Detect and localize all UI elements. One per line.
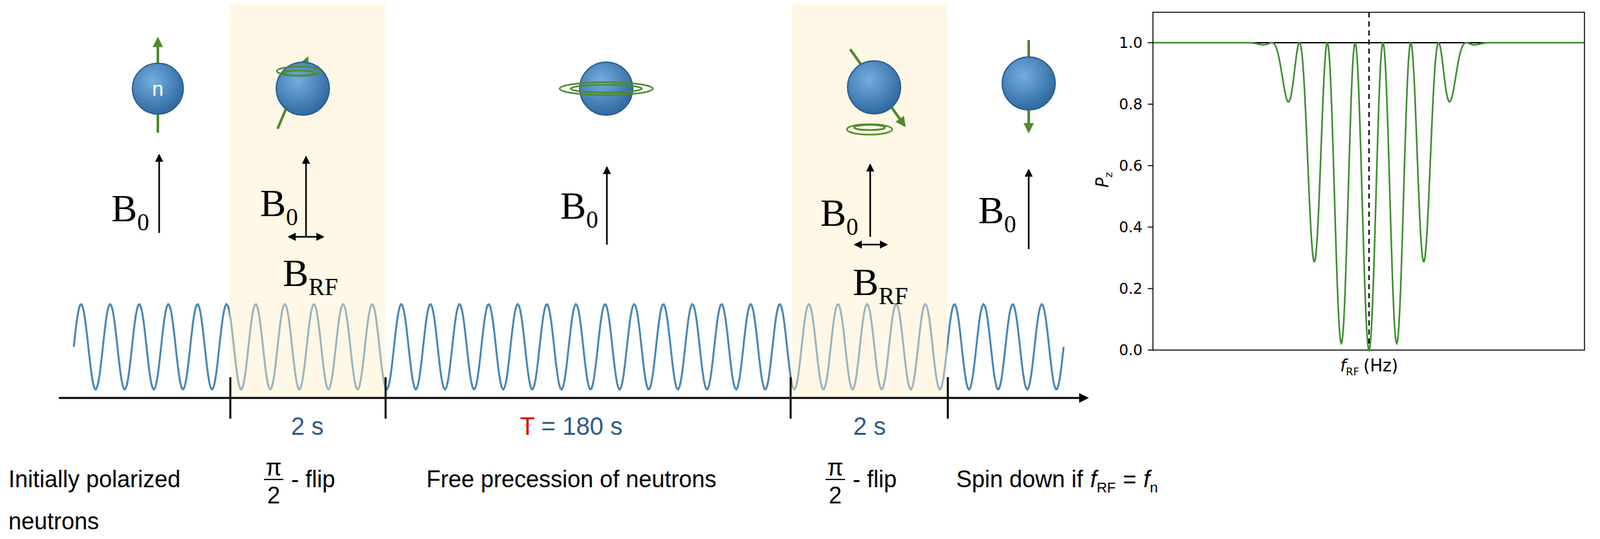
step-label: - flip	[291, 465, 336, 493]
field-label: B0	[560, 186, 599, 226]
rf-field-label: BRF	[282, 253, 339, 293]
duration-label: 2 s	[291, 412, 325, 442]
label-text: B	[852, 262, 879, 302]
duration-label: 2 s	[853, 412, 887, 442]
rf-field-label: BRF	[852, 262, 909, 302]
label-text: = 180 s	[541, 412, 624, 442]
label-text: n	[1149, 479, 1158, 497]
label-text: 0.8	[1118, 95, 1143, 113]
step-label: Free precession of neutrons	[426, 465, 717, 493]
label-text: 0	[1004, 212, 1017, 237]
neutron-spheres	[276, 56, 1056, 116]
label-text: 2 s	[853, 412, 887, 442]
step-label: - flip	[852, 465, 897, 493]
label-text: - flip	[852, 465, 897, 493]
label-text: 2	[828, 482, 842, 509]
tick-label: 0.2	[1118, 280, 1143, 297]
label-text: f	[1143, 465, 1150, 493]
step-label: Spin down iffRF=fn	[956, 465, 1159, 493]
tick-label: 0.6	[1118, 157, 1143, 175]
plot-frame	[1152, 12, 1585, 351]
label-text: - flip	[291, 465, 336, 493]
tick-label: 0.0	[1118, 341, 1143, 359]
label-text: π	[827, 454, 844, 481]
label-text: Spin down if	[956, 465, 1084, 493]
label-text: T	[520, 412, 536, 442]
label-text: Initially polarized neutrons	[8, 458, 248, 539]
time-axis	[58, 397, 1087, 400]
pulse-band	[229, 3, 386, 398]
label-text: 0	[846, 214, 859, 239]
label-text: B	[260, 183, 286, 223]
resonance-line	[1368, 12, 1370, 351]
fraction-numerator: π	[827, 454, 844, 481]
label-text: f	[1090, 465, 1097, 493]
field-label: B0	[820, 193, 859, 233]
fraction-numerator: π	[265, 454, 283, 481]
label-text: 1.0	[1118, 34, 1143, 52]
label-text: RF	[878, 284, 909, 308]
label-text: z	[1103, 172, 1116, 178]
y-tick	[1147, 226, 1153, 228]
fraction-denominator: 2	[828, 482, 842, 509]
y-tick	[1147, 287, 1153, 290]
label-text: B	[978, 190, 1005, 230]
time-ticks	[230, 377, 948, 419]
label-text: π	[265, 454, 283, 481]
label-text: 2 s	[291, 412, 325, 442]
y-tick	[1147, 42, 1153, 44]
label-text: f	[1339, 356, 1346, 376]
fraction-denominator: 2	[267, 482, 281, 509]
axis-label: Pz	[1093, 172, 1113, 188]
label-text: =	[1122, 465, 1137, 493]
label-text: 0.2	[1118, 280, 1143, 297]
precession-rings	[276, 66, 893, 135]
tick-label: 0.8	[1118, 95, 1143, 113]
label-text: B	[111, 188, 138, 228]
field-label: B0	[978, 190, 1017, 230]
field-label: B0	[260, 183, 299, 223]
label-text: RF	[1096, 479, 1117, 497]
field-label: B0	[111, 188, 150, 228]
sphere-outline	[132, 63, 184, 115]
node-text: n	[152, 78, 164, 99]
neutron-node: n	[131, 62, 185, 116]
b0-arrows	[159, 155, 1029, 250]
duration-label: T= 180 s	[520, 412, 623, 442]
y-ticks	[1147, 42, 1153, 351]
label-text: 0	[586, 207, 599, 232]
step-label: Initially polarized neutrons	[8, 458, 248, 539]
label-text: 0	[137, 210, 150, 235]
tick-label: 1.0	[1118, 34, 1143, 52]
label-text: 0.6	[1118, 157, 1143, 175]
spin-arrows	[157, 38, 1029, 133]
pulse-band	[791, 3, 948, 398]
label-text: 0.0	[1118, 341, 1143, 359]
label-text: B	[820, 193, 847, 233]
tick-label: 0.4	[1118, 218, 1143, 236]
axis-label: fRF (Hz)	[1339, 356, 1399, 376]
label-text: RF	[1345, 366, 1359, 379]
y-tick	[1147, 349, 1153, 351]
label-text: 0	[285, 205, 299, 230]
label-text: (Hz)	[1363, 356, 1399, 376]
label-text: B	[282, 253, 309, 293]
brf-arrows	[289, 236, 887, 245]
label-text: RF	[308, 274, 339, 299]
y-tick	[1147, 164, 1153, 167]
label-text: P	[1093, 177, 1113, 188]
label-text: 2	[267, 482, 281, 509]
y-tick	[1147, 103, 1153, 105]
ramsey-curve	[1153, 42, 1584, 351]
label-text: Free precession of neutrons	[426, 465, 717, 493]
label-text: 0.4	[1118, 218, 1143, 236]
label-text: B	[560, 186, 587, 226]
